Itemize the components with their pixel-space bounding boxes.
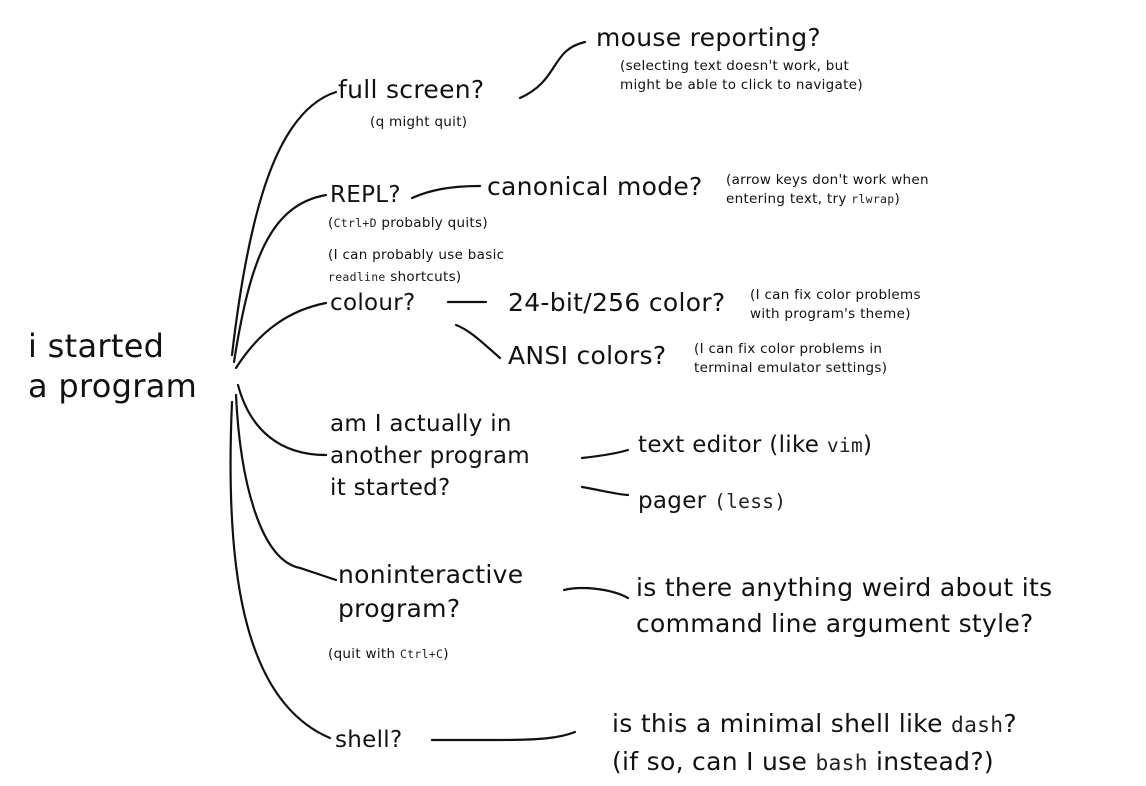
argument-style-node: is there anything weird about its comman… xyxy=(636,570,1052,642)
code: readline xyxy=(328,270,386,284)
text: (quit with xyxy=(328,646,400,662)
code: bash xyxy=(815,751,868,776)
note-line: with program's theme) xyxy=(750,306,911,322)
mouse-reporting-node: mouse reporting? xyxy=(596,23,821,52)
line-root-shell xyxy=(229,400,332,740)
node-line: another program xyxy=(330,443,530,469)
line-another-pager xyxy=(580,485,630,497)
line-noninteractive-args xyxy=(562,586,630,600)
repl-note-quit: (Ctrl+D probably quits) xyxy=(328,214,488,233)
node-line: noninteractive xyxy=(338,560,524,589)
code: rlwrap xyxy=(851,192,895,206)
node-line: command line argument style? xyxy=(636,609,1034,638)
code: vim xyxy=(826,434,864,457)
text: shortcuts) xyxy=(385,269,462,285)
note-line: terminal emulator settings) xyxy=(694,360,888,376)
ansi-colors-node: ANSI colors? xyxy=(508,341,667,370)
text: ? xyxy=(1003,709,1017,738)
root-line-2: a program xyxy=(28,367,198,405)
text: ) xyxy=(443,646,449,662)
canonical-mode-note: (arrow keys don't work when entering tex… xyxy=(726,171,929,209)
shell-node: shell? xyxy=(335,727,403,753)
line-repl-canonical xyxy=(410,184,482,200)
node-line: am I actually in xyxy=(330,411,512,437)
color-24bit-note: (I can fix color problems with program's… xyxy=(750,286,921,324)
node-line: program? xyxy=(338,594,461,623)
line-root-repl xyxy=(232,193,328,364)
line-root-another xyxy=(236,383,328,457)
another-program-node: am I actually in another program it star… xyxy=(330,408,530,504)
code: Ctrl+D xyxy=(333,216,377,230)
note-line: (selecting text doesn't work, but xyxy=(620,58,850,74)
noninteractive-note: (quit with Ctrl+C) xyxy=(328,645,449,664)
code: (less) xyxy=(714,490,787,513)
note-line: (I can fix color problems in xyxy=(694,341,883,357)
text: ) xyxy=(863,432,873,458)
code: Ctrl+C xyxy=(399,647,444,661)
root-line-1: i started xyxy=(28,327,165,365)
text: text editor (like xyxy=(638,432,827,458)
line-root-fullscreen xyxy=(230,90,338,357)
mouse-reporting-note: (selecting text doesn't work, but might … xyxy=(620,57,863,95)
full-screen-node: full screen? xyxy=(338,75,485,104)
root-node: i started a program xyxy=(28,326,197,406)
pager-node: pager (less) xyxy=(638,486,786,517)
text: probably quits) xyxy=(376,215,488,231)
node-line: is this a minimal shell like dash? xyxy=(612,706,1017,744)
text: ) xyxy=(894,191,901,207)
ansi-colors-note: (I can fix color problems in terminal em… xyxy=(694,340,887,378)
code: dash xyxy=(951,713,1004,738)
minimal-shell-node: is this a minimal shell like dash? (if s… xyxy=(612,706,1017,782)
node-line: (if so, can I use bash instead?) xyxy=(612,744,1017,782)
node-line: it started? xyxy=(330,475,451,501)
note-line: (arrow keys don't work when xyxy=(726,172,929,188)
text: is this a minimal shell like xyxy=(612,709,951,738)
line-root-noninteractive xyxy=(234,393,338,582)
repl-node: REPL? xyxy=(330,182,401,208)
full-screen-note: (q might quit) xyxy=(370,114,468,130)
text: entering text, try xyxy=(726,191,852,207)
line-colour-ansi xyxy=(454,323,502,360)
text: pager xyxy=(638,488,715,514)
note-line: entering text, try rlwrap) xyxy=(726,190,929,209)
note-line: might be able to click to navigate) xyxy=(620,77,863,93)
line-another-editor xyxy=(580,448,630,460)
note-line: (I can fix color problems xyxy=(750,287,921,303)
node-line: is there anything weird about its xyxy=(636,573,1053,602)
text: ( xyxy=(328,215,334,231)
repl-note-readline: (I can probably use basic readline short… xyxy=(328,244,504,288)
line-root-colour xyxy=(234,301,328,370)
text-editor-node: text editor (like vim) xyxy=(638,430,872,461)
canonical-mode-node: canonical mode? xyxy=(487,172,703,201)
line-fullscreen-mouse xyxy=(518,40,587,100)
text: instead?) xyxy=(867,747,994,776)
color-24bit-node: 24-bit/256 color? xyxy=(508,288,726,317)
text: (if so, can I use xyxy=(612,747,816,776)
note-line: (I can probably use basic xyxy=(328,247,505,263)
line-shell-minimal xyxy=(430,730,577,742)
colour-node: colour? xyxy=(330,290,416,316)
note-line: readline shortcuts) xyxy=(328,266,504,288)
noninteractive-node: noninteractive program? xyxy=(338,558,523,626)
